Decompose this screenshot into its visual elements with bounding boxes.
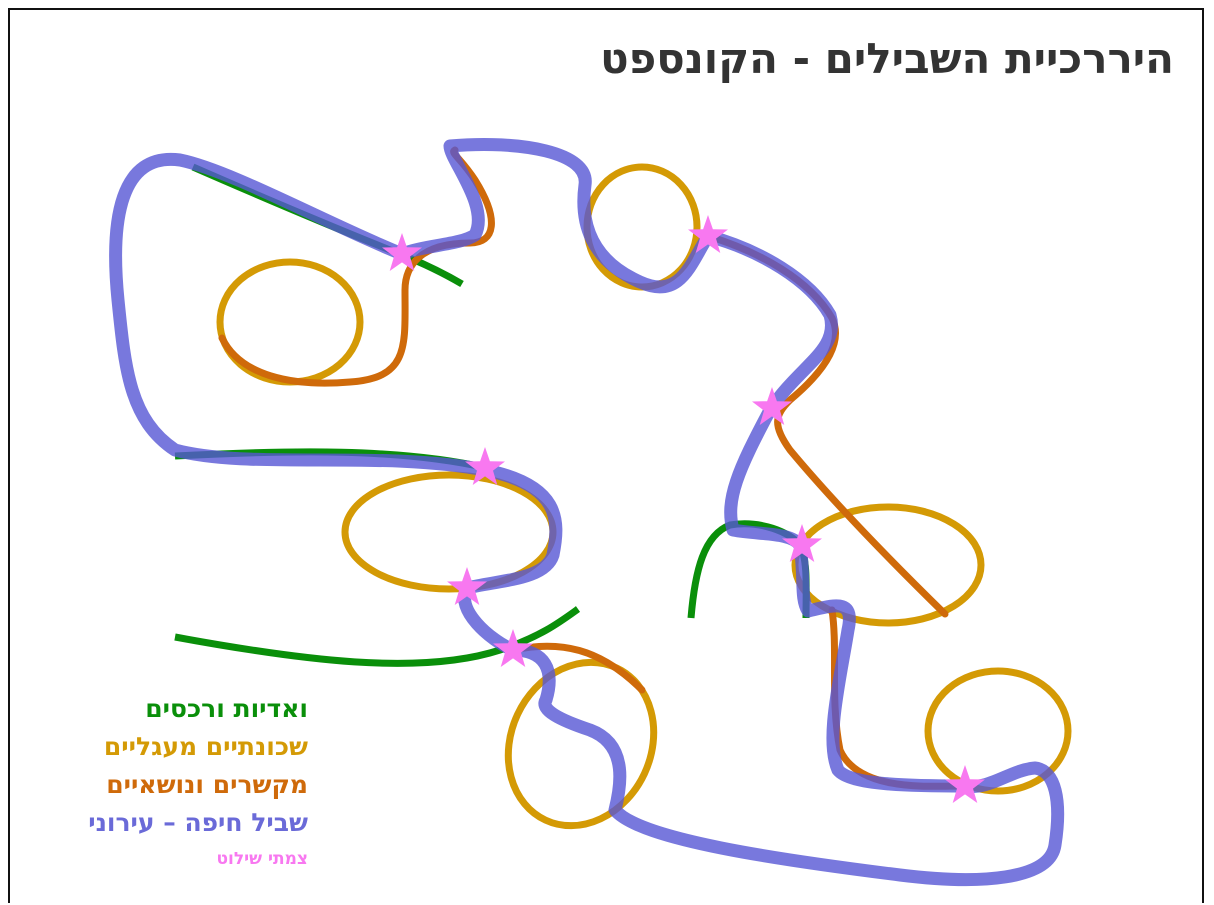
signage-node-star	[447, 567, 487, 605]
legend-item-main-trail: שביל חיפה – עירוני	[88, 808, 308, 837]
legend-item-anchors: צמתי שילוט	[216, 849, 309, 869]
signage-node-star	[493, 629, 533, 667]
signage-node-star	[782, 524, 822, 562]
neighborhood-loops	[216, 163, 1072, 830]
neighborhood-loop-4	[504, 658, 658, 830]
connector-trail-2	[704, 232, 949, 618]
signage-node-star	[688, 215, 728, 253]
signage-node-star	[752, 387, 792, 425]
main-urban-trail	[109, 138, 1065, 887]
wadi-trail-3	[174, 606, 581, 667]
connector-trail-1	[218, 146, 495, 387]
legend-item-wadis: ואדיות ורכסים	[145, 694, 308, 723]
legend-item-neighborhoods: שכונתיים מעגליים	[103, 732, 308, 761]
legend-item-connectors: מקשרים ונושאיים	[106, 770, 308, 799]
signage-nodes	[382, 215, 985, 803]
signage-node-star	[465, 447, 505, 485]
legend: ואדיות ורכסים שכונתיים מעגליים מקשרים ונ…	[88, 690, 308, 874]
signage-node-star	[945, 765, 985, 803]
diagram-title: היררכיית השבילים - הקונספט	[600, 34, 1174, 83]
signage-node-star	[382, 233, 422, 271]
neighborhood-loop-5	[791, 503, 985, 627]
neighborhood-loop-6	[924, 667, 1072, 795]
